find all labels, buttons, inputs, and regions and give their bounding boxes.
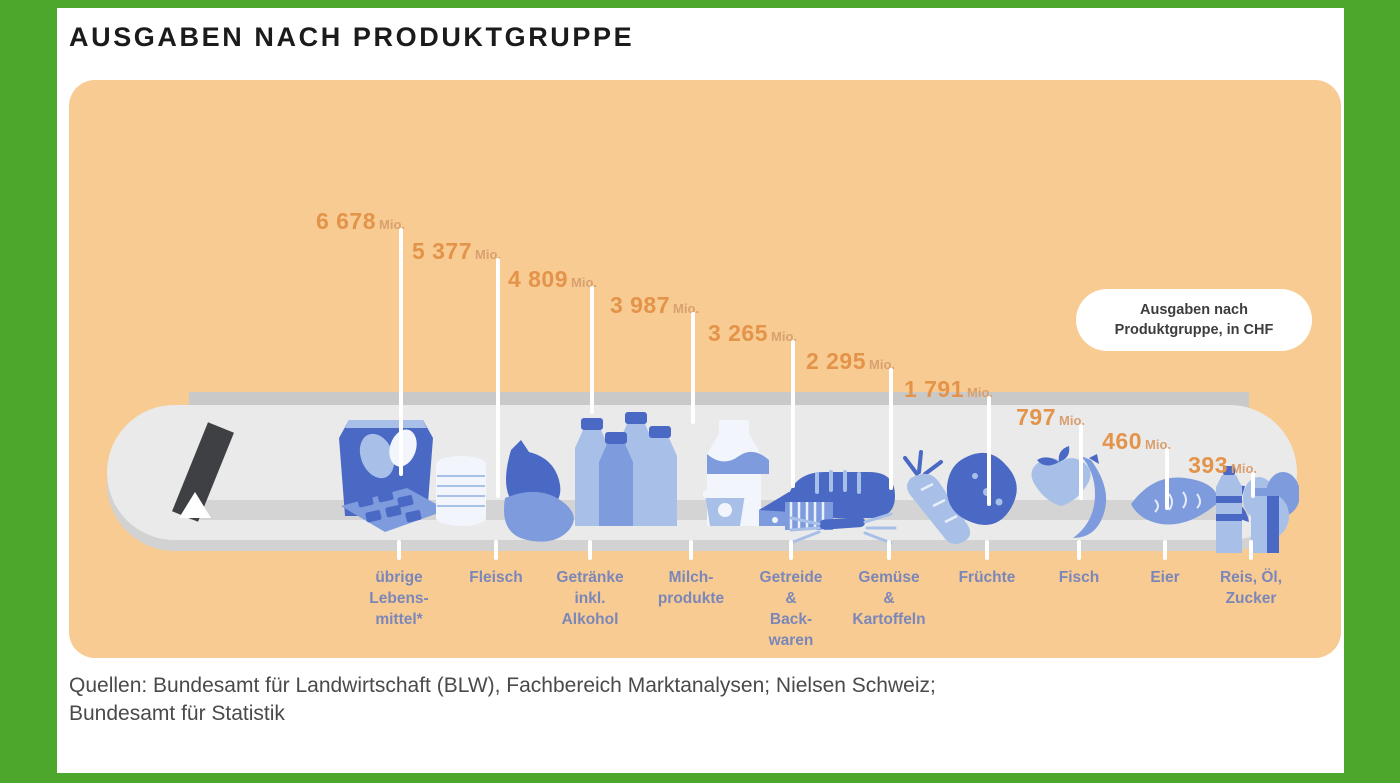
chocolate-bar-icon xyxy=(341,488,447,532)
category-label: Eier xyxy=(1150,569,1180,586)
infographic-card: AUSGABEN NACH PRODUKTGRUPPE .dk{fill:#4A… xyxy=(57,8,1344,773)
sugar-carton-icon xyxy=(1251,488,1279,553)
banana-icon xyxy=(1073,454,1107,538)
checkout-divider-base-icon xyxy=(179,492,211,518)
category-tick xyxy=(588,540,592,560)
source-line-1: Quellen: Bundesamt für Landwirtschaft (B… xyxy=(69,674,936,697)
value-number: 3 265 xyxy=(707,320,768,346)
food-can-icon xyxy=(436,456,486,526)
leader-line xyxy=(1251,472,1255,498)
category-label: übrige Lebens- mittel* xyxy=(369,569,429,628)
legend-bubble: Ausgaben nach Produktgruppe, in CHF xyxy=(1076,289,1312,351)
category-tick xyxy=(1077,540,1081,560)
carrot-icon xyxy=(903,450,971,544)
value-unit: Mio. xyxy=(771,329,797,344)
value-number: 6 678 xyxy=(315,208,376,234)
page-title: AUSGABEN NACH PRODUKTGRUPPE xyxy=(69,22,635,52)
value-unit: Mio. xyxy=(869,357,895,372)
leader-line xyxy=(1165,448,1169,510)
category-tick xyxy=(985,540,989,560)
category-tick xyxy=(887,540,891,560)
category-tick xyxy=(1249,540,1253,560)
value-number: 393 xyxy=(1188,452,1228,478)
category-label: Getreide & Back- waren xyxy=(759,569,823,649)
beverage-bottles-icon xyxy=(575,412,677,526)
leader-line xyxy=(399,228,403,476)
bottle xyxy=(643,426,677,526)
meat-icon xyxy=(503,440,574,542)
leader-line xyxy=(691,312,695,424)
value-unit: Mio. xyxy=(673,301,699,316)
oil-bottle-icon xyxy=(1216,466,1242,553)
wheat-icon xyxy=(789,512,897,545)
category-label: Früchte xyxy=(958,569,1016,586)
source-line-2: Bundesamt für Statistik xyxy=(69,701,285,725)
value-unit: Mio. xyxy=(379,217,405,232)
category-label: Gemüse & Kartoffeln xyxy=(852,569,926,628)
value-number: 2 295 xyxy=(805,348,866,374)
leader-line xyxy=(889,368,893,490)
source-note: Quellen: Bundesamt für Landwirtschaft (B… xyxy=(69,672,1299,728)
bottle xyxy=(599,432,633,526)
category-tick xyxy=(397,540,401,560)
value-unit: Mio. xyxy=(1059,413,1085,428)
leader-line xyxy=(987,396,991,506)
chart-panel: .dk{fill:#4A69C4}.lt{fill:#A8C0E8}.md{fi… xyxy=(69,80,1341,658)
category-label: Fisch xyxy=(1058,569,1100,586)
category-tick xyxy=(494,540,498,560)
category-label: Milch- produkte xyxy=(657,569,725,607)
category-tick xyxy=(789,540,793,560)
value-unit: Mio. xyxy=(475,247,501,262)
category-tick xyxy=(1163,540,1167,560)
value-number: 3 987 xyxy=(609,292,670,318)
category-label: Reis, Öl, Zucker xyxy=(1219,569,1283,607)
leader-line xyxy=(1079,424,1083,500)
oil-sugar-icon xyxy=(1216,466,1279,553)
value-number: 1 791 xyxy=(903,376,964,402)
category-label: Getränke inkl. Alkohol xyxy=(556,569,624,628)
leader-line xyxy=(496,258,500,498)
value-number: 4 809 xyxy=(507,266,568,292)
value-number: 460 xyxy=(1102,428,1142,454)
apple-icon xyxy=(1031,446,1091,506)
category-label: Fleisch xyxy=(469,569,523,586)
value-number: 797 xyxy=(1016,404,1056,430)
value-unit: Mio. xyxy=(967,385,993,400)
legend-line-2: Produktgruppe, in CHF xyxy=(1114,322,1274,338)
value-unit: Mio. xyxy=(1145,437,1171,452)
value-number: 5 377 xyxy=(411,238,472,264)
yogurt-cup-icon xyxy=(703,490,747,526)
leader-line xyxy=(590,286,594,414)
leader-line xyxy=(791,340,795,488)
legend-line-1: Ausgaben nach xyxy=(1140,301,1248,318)
value-unit: Mio. xyxy=(1231,461,1257,476)
product-icons-group: .dk{fill:#4A69C4}.lt{fill:#A8C0E8}.md{fi… xyxy=(339,412,1299,545)
category-tick xyxy=(689,540,693,560)
